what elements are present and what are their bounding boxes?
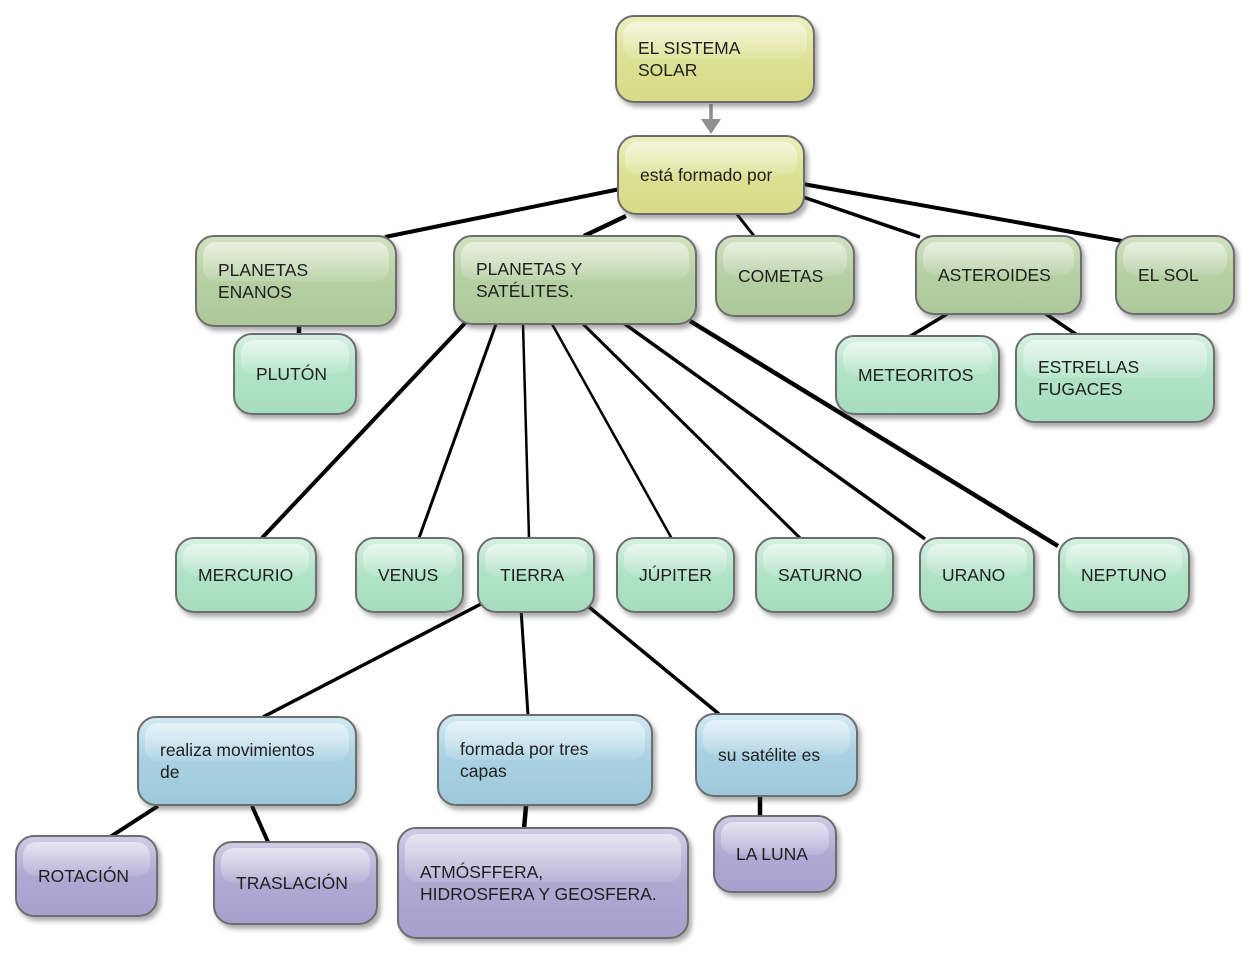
node-label-neptuno: NEPTUNO [1081, 564, 1167, 585]
edge-planetas-y-satelites-venus [417, 323, 498, 539]
node-la-luna[interactable]: LA LUNA [713, 815, 837, 893]
node-jupiter[interactable]: JÚPITER [616, 537, 735, 613]
node-asteroides[interactable]: ASTEROIDES [915, 235, 1082, 315]
node-tierra[interactable]: TIERRA [477, 537, 595, 613]
node-label-pluton: PLUTÓN [256, 363, 327, 384]
node-label-atmosfera-hidrosfera-geosfera: ATMÓSFFERA, HIDROSFERA Y GEOSFERA. [420, 861, 657, 904]
node-label-rotacion: ROTACIÓN [38, 865, 130, 886]
node-urano[interactable]: URANO [919, 537, 1035, 613]
node-cometas[interactable]: COMETAS [715, 235, 855, 317]
edge-asteroides-meteoritos [908, 312, 948, 339]
node-label-saturno: SATURNO [778, 564, 863, 585]
edge-planetas-y-satelites-urano [620, 320, 927, 541]
edge-planetas-y-satelites-jupiter [550, 323, 674, 540]
node-formada-por-tres-capas[interactable]: formada por tres capas [437, 714, 653, 806]
node-esta-formado-por[interactable]: está formado por [617, 135, 805, 215]
node-label-planetas-enanos: PLANETAS ENANOS [218, 259, 309, 302]
edge-realiza-movimientos-de-rotacion [108, 804, 160, 839]
arrow-head-icon [701, 119, 721, 134]
node-label-asteroides: ASTEROIDES [938, 264, 1051, 285]
node-label-jupiter: JÚPITER [639, 564, 712, 585]
edge-planetas-y-satelites-mercurio [260, 320, 468, 540]
node-su-satelite-es[interactable]: su satélite es [695, 713, 858, 797]
edge-planetas-y-satelites-saturno [581, 322, 802, 540]
node-estrellas-fugaces[interactable]: ESTRELLAS FUGACES [1015, 333, 1215, 423]
node-label-cometas: COMETAS [738, 265, 824, 286]
node-label-esta-formado-por: está formado por [640, 164, 773, 185]
node-pluton[interactable]: PLUTÓN [233, 333, 357, 415]
edge-tierra-formada-por-tres-capas [519, 608, 530, 716]
node-meteoritos[interactable]: METEORITOS [835, 335, 1000, 415]
edge-esta-formado-por-asteroides [802, 195, 921, 239]
node-saturno[interactable]: SATURNO [755, 537, 894, 613]
node-label-urano: URANO [942, 564, 1006, 585]
node-atmosfera-hidrosfera-geosfera[interactable]: ATMÓSFFERA, HIDROSFERA Y GEOSFERA. [397, 827, 689, 939]
node-label-traslacion: TRASLACIÓN [236, 872, 348, 893]
edge-tierra-su-satelite-es [587, 605, 721, 716]
node-rotacion[interactable]: ROTACIÓN [15, 835, 158, 917]
edge-esta-formado-por-cometas [734, 212, 756, 237]
node-label-la-luna: LA LUNA [736, 843, 808, 864]
edge-esta-formado-por-el-sol [802, 182, 1123, 243]
node-label-el-sol: EL SOL [1138, 264, 1199, 285]
edge-esta-formado-por-planetas-enanos [384, 187, 621, 239]
node-label-tierra: TIERRA [500, 564, 565, 585]
node-realiza-movimientos-de[interactable]: realiza movimientos de [137, 716, 357, 806]
node-label-el-sistema-solar: EL SISTEMA SOLAR [638, 37, 741, 80]
node-el-sol[interactable]: EL SOL [1115, 235, 1235, 315]
node-label-planetas-y-satelites: PLANETAS Y SATÉLITES. [476, 258, 583, 301]
edge-realiza-movimientos-de-traslacion [250, 805, 270, 843]
node-label-meteoritos: METEORITOS [858, 364, 974, 385]
edge-planetas-y-satelites-neptuno [688, 319, 1060, 548]
node-label-realiza-movimientos-de: realiza movimientos de [160, 739, 315, 782]
node-label-venus: VENUS [378, 564, 439, 585]
node-neptuno[interactable]: NEPTUNO [1058, 537, 1190, 613]
node-label-su-satelite-es: su satélite es [718, 744, 821, 765]
node-label-formada-por-tres-capas: formada por tres capas [460, 738, 589, 781]
edge-planetas-y-satelites-tierra [521, 323, 531, 539]
edge-formada-por-tres-capas-atmosfera-hidrosfera-geosfera [521, 805, 529, 830]
node-venus[interactable]: VENUS [355, 537, 464, 613]
node-traslacion[interactable]: TRASLACIÓN [213, 841, 378, 925]
edge-esta-formado-por-planetas-y-satelites [583, 213, 627, 239]
node-label-mercurio: MERCURIO [198, 564, 294, 585]
node-planetas-y-satelites[interactable]: PLANETAS Y SATÉLITES. [453, 235, 697, 325]
edge-tierra-realiza-movimientos-de [262, 602, 482, 719]
node-label-estrellas-fugaces: ESTRELLAS FUGACES [1038, 356, 1140, 399]
node-mercurio[interactable]: MERCURIO [175, 537, 317, 613]
node-planetas-enanos[interactable]: PLANETAS ENANOS [195, 235, 397, 327]
node-el-sistema-solar[interactable]: EL SISTEMA SOLAR [615, 15, 815, 103]
